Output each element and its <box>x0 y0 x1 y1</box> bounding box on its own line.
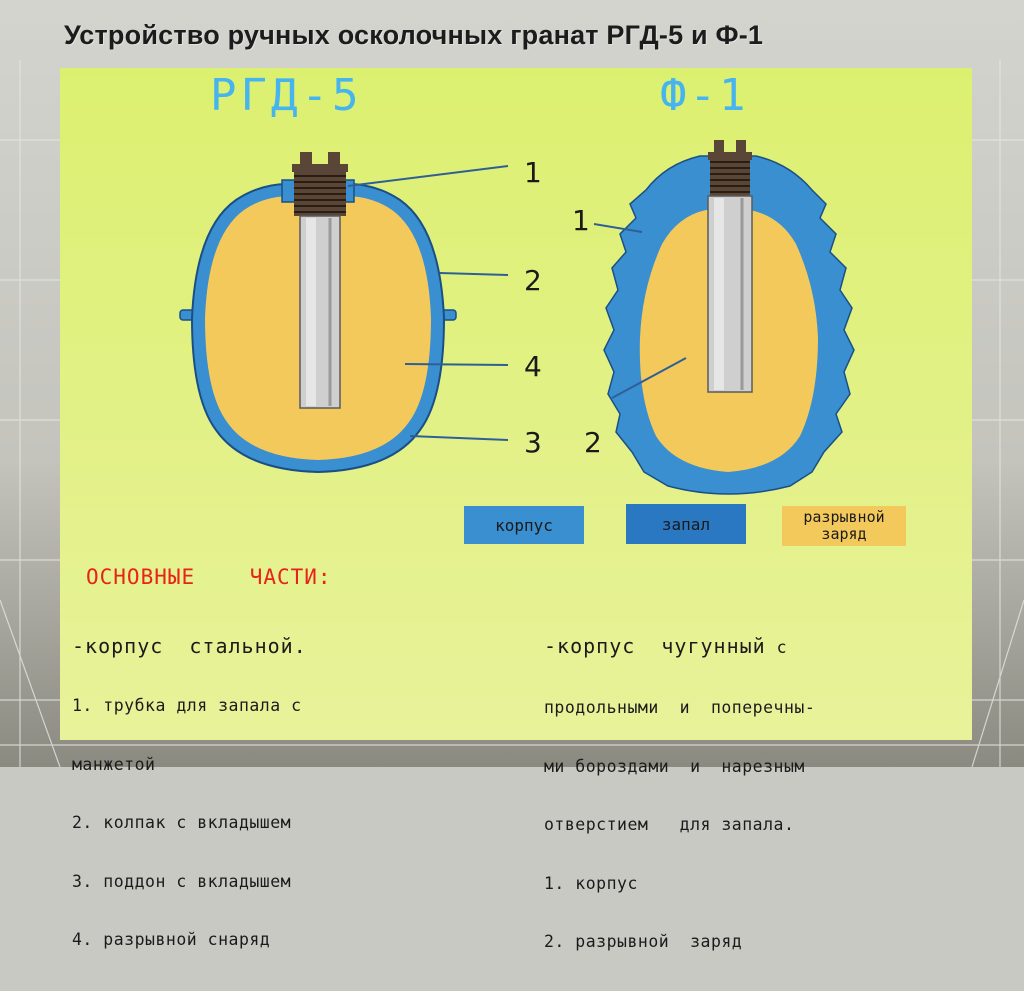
rgd5-line-1: 1. трубка для запала с <box>72 696 302 715</box>
legend-charge-label-2: заряд <box>821 525 867 543</box>
rgd5-label: РГД-5 <box>210 70 362 121</box>
legend-charge-label-1: разрывной <box>803 508 885 526</box>
f1-grenade: 1 2 <box>572 140 855 495</box>
f1-callout-2: 2 <box>584 426 602 459</box>
slide-title: Устройство ручных осколочных гранат РГД-… <box>64 20 764 50</box>
legend-korpus-label: корпус <box>495 515 553 535</box>
f1-line-5: 2. разрывной заряд <box>544 932 743 951</box>
legend-charge: разрывной заряд <box>782 506 906 546</box>
f1-line-1: продольными и поперечны- <box>544 698 816 717</box>
legend-korpus: корпус <box>464 506 584 544</box>
f1-body-title-main: -корпус чугунный <box>544 634 766 658</box>
rgd5-callout-2: 2 <box>524 264 542 297</box>
rgd5-line-3: 2. колпак с вкладышем <box>72 813 292 832</box>
legend-zapal-label: запал <box>661 514 711 534</box>
rgd5-callout-4: 4 <box>524 350 542 383</box>
rgd5-parts: -корпус стальной. 1. трубка для запала с… <box>72 596 307 989</box>
rgd5-callout-3: 3 <box>524 426 542 459</box>
f1-body-title-tail: с <box>765 638 788 657</box>
grenade-diagram: РГД-5 Ф-1 <box>179 70 855 495</box>
f1-callout-1: 1 <box>572 204 590 237</box>
parts-heading: ОСНОВНЫЕ ЧАСТИ: <box>86 565 332 589</box>
f1-line-4: 1. корпус <box>544 873 638 893</box>
rgd5-body-title: -корпус стальной. <box>72 634 307 658</box>
f1-parts: -корпус чугунный с продольными и попереч… <box>544 596 815 991</box>
rgd5-line-5: 4. разрывной снаряд <box>72 930 271 949</box>
f1-line-3: отверстием для запала. <box>544 815 795 834</box>
rgd5-grenade: 1 2 4 3 <box>179 152 542 474</box>
rgd5-callout-1: 1 <box>524 156 542 189</box>
rgd5-line-4: 3. поддон с вкладышем <box>72 871 292 891</box>
f1-label: Ф-1 <box>660 70 748 121</box>
f1-body-title: -корпус чугунный с <box>544 634 815 660</box>
legend-zapal: запал <box>626 504 746 544</box>
grenade-poster: РГД-5 Ф-1 <box>60 68 972 951</box>
rgd5-line-2: манжетой <box>72 754 156 774</box>
